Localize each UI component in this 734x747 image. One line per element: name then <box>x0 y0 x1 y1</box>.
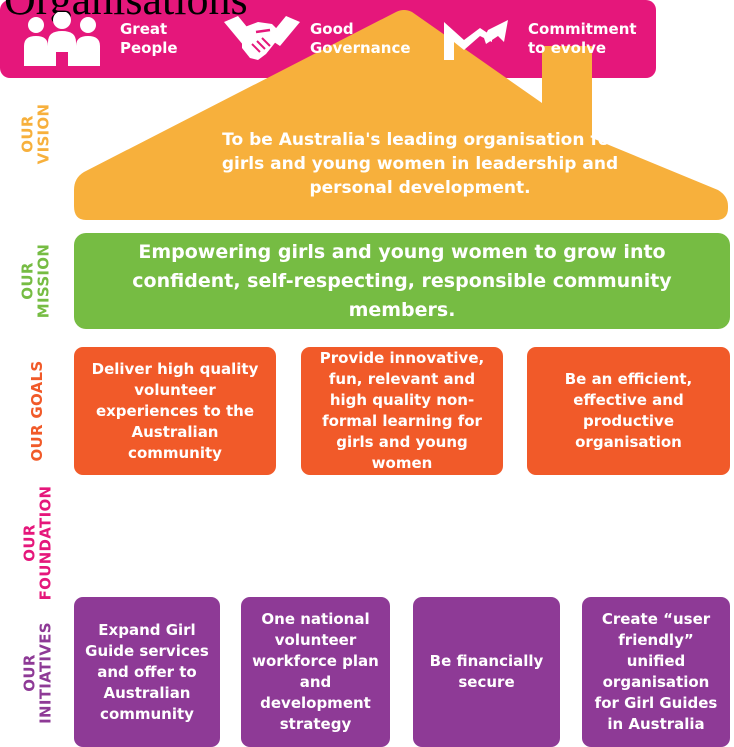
goal-text: Provide innovative, fun, relevant and hi… <box>319 349 485 472</box>
goal-text: Be an efficient, effective and productiv… <box>564 370 693 451</box>
vision-house-shape <box>74 10 728 220</box>
people-icon <box>24 12 100 66</box>
initiative-box-4: Create “user friendly” unified organisat… <box>582 597 730 747</box>
vision-statement: To be Australia's leading organisation f… <box>221 130 619 198</box>
initiative-text: Expand Girl Guide services and offer to … <box>85 620 209 723</box>
goal-box-3: Be an efficient, effective and productiv… <box>527 347 730 475</box>
mission-band: Empowering girls and young women to grow… <box>74 233 730 329</box>
initiative-box-1: Expand Girl Guide services and offer to … <box>74 597 220 747</box>
initiative-text: Be financially secure <box>429 652 544 691</box>
initiative-box-3: Be financially secure <box>413 597 560 747</box>
goal-box-2: Provide innovative, fun, relevant and hi… <box>301 347 503 475</box>
goal-text: Deliver high quality volunteer experienc… <box>91 359 259 462</box>
goals-side-label: OUR GOALS <box>28 360 47 462</box>
goal-box-1: Deliver high quality volunteer experienc… <box>74 347 276 475</box>
initiative-text: Create “user friendly” unified organisat… <box>594 610 718 733</box>
initiative-box-2: One national volunteer workforce plan an… <box>241 597 390 747</box>
trend-arrow-icon <box>444 20 508 60</box>
mission-statement: Empowering girls and young women to grow… <box>132 240 672 321</box>
initiative-text: One national volunteer workforce plan an… <box>252 610 379 733</box>
handshake-icon <box>224 16 300 60</box>
